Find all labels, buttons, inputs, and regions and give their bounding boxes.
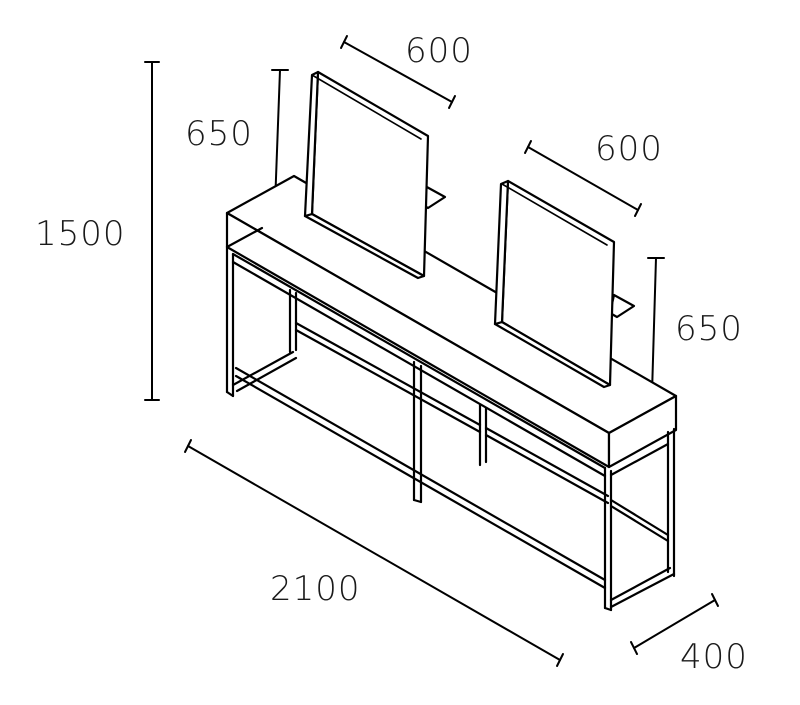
- mirror-right-height-dimension: 650: [643, 257, 743, 394]
- mirror-left-height-dimension: 650: [185, 69, 289, 206]
- countertop: [225, 174, 678, 469]
- mirror-right-height-label: 650: [675, 309, 743, 349]
- vanity-frame-back: [231, 288, 610, 505]
- mirror-left-width-label: 600: [405, 31, 473, 71]
- mirror-left-width-dimension: 600: [340, 31, 473, 109]
- mirror-right-width-dimension: 600: [524, 129, 663, 217]
- width-dimension: 2100: [184, 439, 564, 667]
- mirror-right: [493, 179, 616, 389]
- mirror-left-height-label: 650: [185, 114, 253, 154]
- width-label: 2100: [270, 569, 361, 609]
- depth-dimension: 400: [630, 593, 748, 677]
- height-label: 1500: [35, 214, 126, 254]
- height-dimension: 1500: [35, 61, 160, 401]
- mirror-left: [303, 70, 430, 280]
- depth-label: 400: [680, 637, 748, 677]
- vanity-frame-front: [225, 226, 676, 612]
- mirror-right-width-label: 600: [595, 129, 663, 169]
